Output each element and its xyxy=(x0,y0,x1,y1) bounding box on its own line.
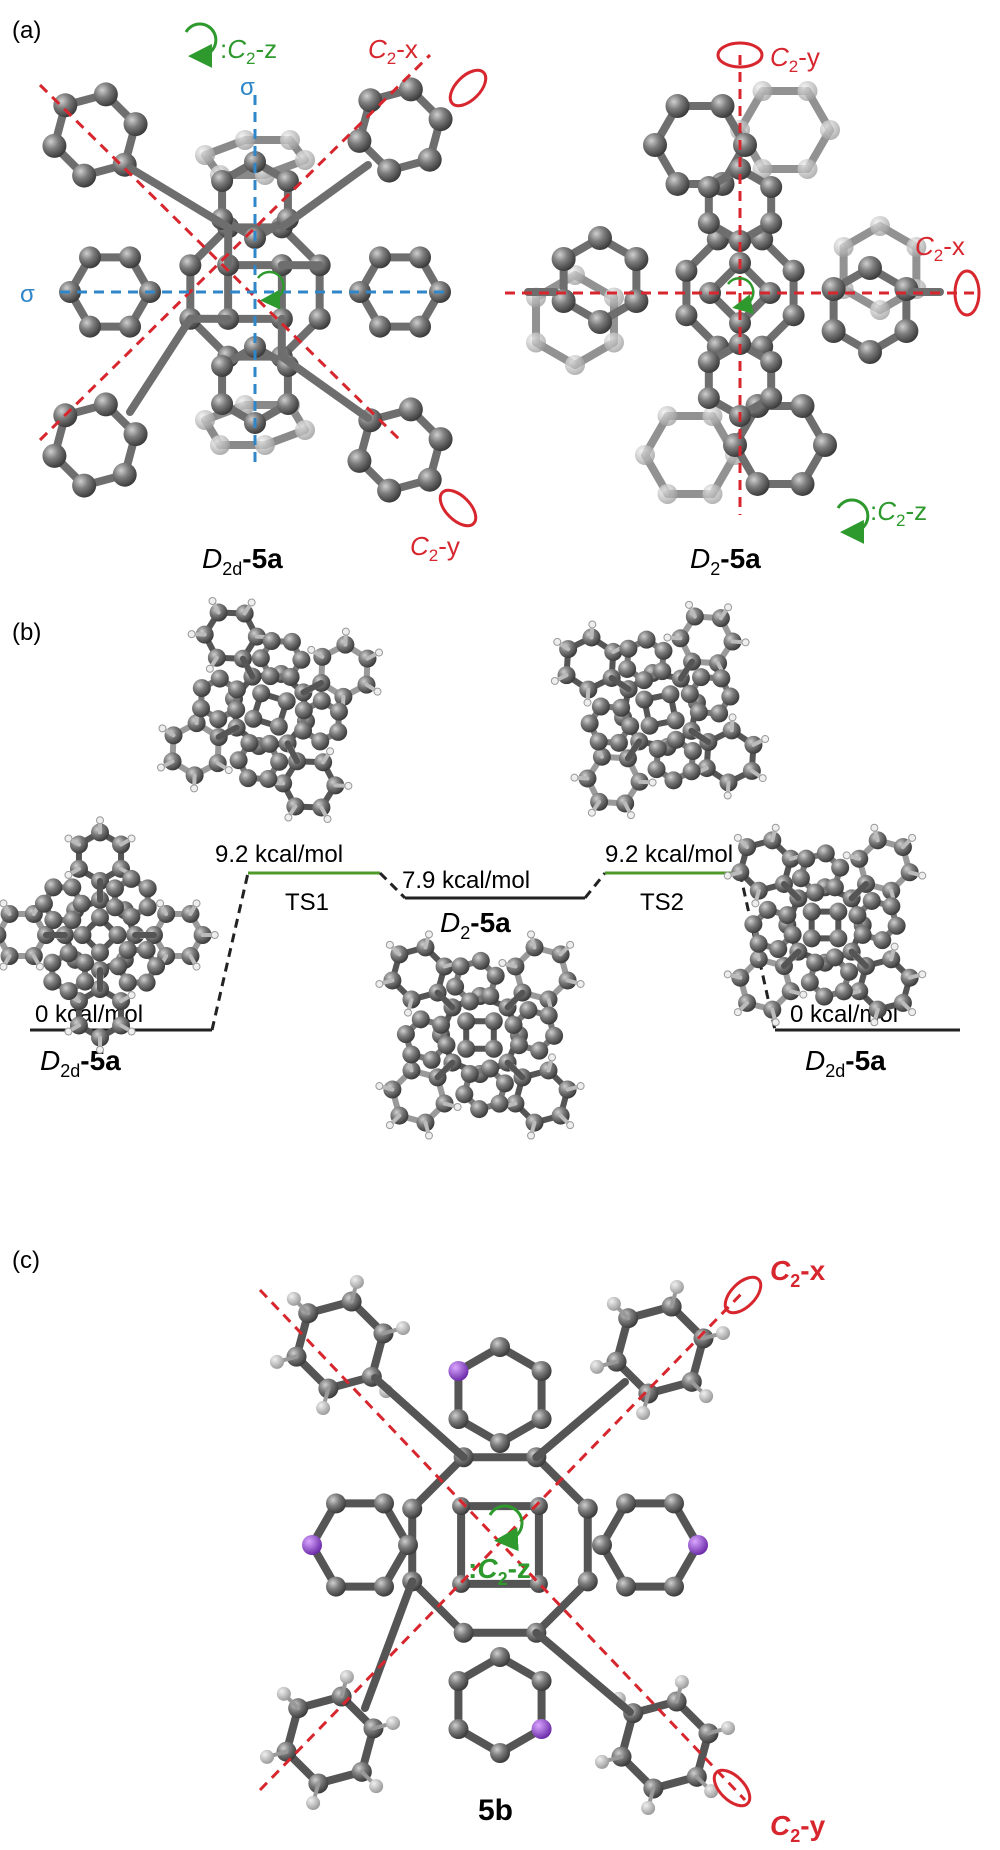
d2d-symmetry-axes xyxy=(38,53,445,465)
c2x-rotation-icon xyxy=(448,68,488,108)
c2y-rotation-icon xyxy=(438,488,478,528)
label-d2-5a-mid: D2-5a xyxy=(440,907,511,943)
rotation-c2z-c-icon xyxy=(488,1504,524,1552)
5b-crystal-structure xyxy=(259,1274,736,1816)
rotation-c2z-icon xyxy=(184,22,285,310)
ts1-structure xyxy=(156,596,384,824)
sigma-label-left: σ xyxy=(20,281,35,308)
label-d2d-left-b: D2d-5a xyxy=(40,1045,121,1081)
d2d-left-structure xyxy=(0,816,219,1054)
energy-ts2: 9.2 kcal/mol xyxy=(605,841,733,868)
ts2-structure xyxy=(550,600,770,820)
d2-symmetry-axes xyxy=(505,55,975,515)
label-ts2: TS2 xyxy=(640,889,684,916)
c2x-rotation-icon-right xyxy=(953,269,981,317)
label-c2x-a-right: C2-x xyxy=(915,231,965,265)
c2y-rotation-icon-right xyxy=(716,41,764,69)
label-c2y-c: C2-y xyxy=(770,1810,826,1846)
label-c2z-a-left: :C2-z xyxy=(220,34,277,68)
c2y-rotation-icon-c xyxy=(712,1768,752,1808)
rotation-c2z-legend-icon xyxy=(836,498,870,544)
label-d2d-right-b: D2d-5a xyxy=(805,1045,886,1081)
label-c2x-c: C2-x xyxy=(770,1255,826,1291)
rotation-c2z-center-icon xyxy=(726,277,755,314)
label-c2z-c: :C2-z xyxy=(468,1553,531,1589)
d2d-right-structure xyxy=(723,823,927,1027)
d2d-5a-molecule-top xyxy=(42,77,453,503)
d2-mid-structure xyxy=(375,930,585,1140)
caption-d2-5a-a: D2-5a xyxy=(690,543,761,579)
panel-b-tag: (b) xyxy=(12,619,41,646)
panel-a-tag: (a) xyxy=(12,17,41,44)
sigma-label-top: σ xyxy=(240,74,255,101)
caption-d2d-5a-a: D2d-5a xyxy=(202,543,283,579)
label-ts1: TS1 xyxy=(285,889,329,916)
energy-ts1: 9.2 kcal/mol xyxy=(215,841,343,868)
label-c2y-a-right: C2-y xyxy=(770,42,820,76)
c2x-rotation-icon-c xyxy=(723,1275,763,1315)
caption-5b: 5b xyxy=(478,1794,513,1827)
label-c2z-a-right: :C2-z xyxy=(870,496,927,530)
energy-mid: 7.9 kcal/mol xyxy=(402,867,530,894)
panel-c-tag: (c) xyxy=(12,1247,40,1274)
5b-symmetry-axes xyxy=(258,1288,747,1802)
label-c2x-a-left: C2-x xyxy=(368,34,418,68)
label-c2y-a-left: C2-y xyxy=(410,531,460,565)
